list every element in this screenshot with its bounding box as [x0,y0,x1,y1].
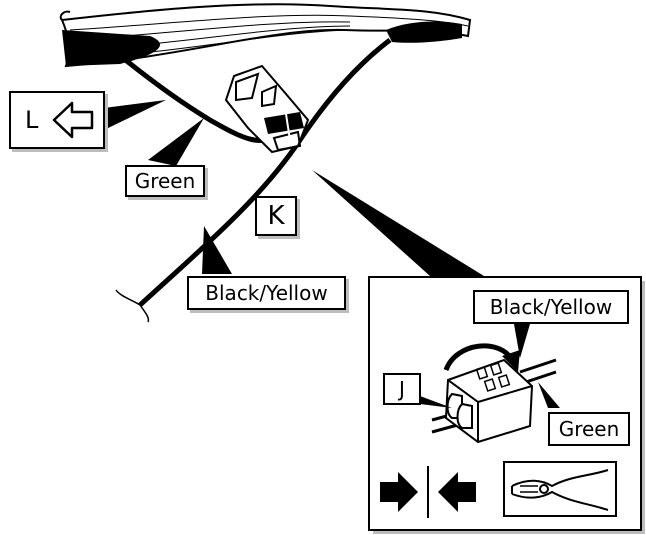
l-label: L [25,106,39,134]
l-direction-callout: L [9,91,105,149]
black-yellow-wire [138,38,392,307]
inset-splice-connector [444,358,534,444]
push-together-arrows-icon [380,466,476,518]
inset-green-label: Green [548,412,630,446]
wire-harness-bundle [59,3,472,68]
l-pointer [104,100,166,130]
green-wire-label: Green [125,165,205,197]
green-pointer [148,118,204,166]
magnification-callout [312,170,484,276]
black-yellow-pointer [202,226,232,274]
splice-connector [224,64,310,154]
inset-j-label: J [383,373,421,405]
inset-black-yellow-label: Black/Yellow [473,290,629,324]
k-label: K [255,196,297,236]
hollow-left-arrow-icon [53,101,94,139]
pliers-icon [503,461,617,517]
inset-wire-right [519,358,557,374]
black-yellow-wire-label: Black/Yellow [187,276,346,310]
